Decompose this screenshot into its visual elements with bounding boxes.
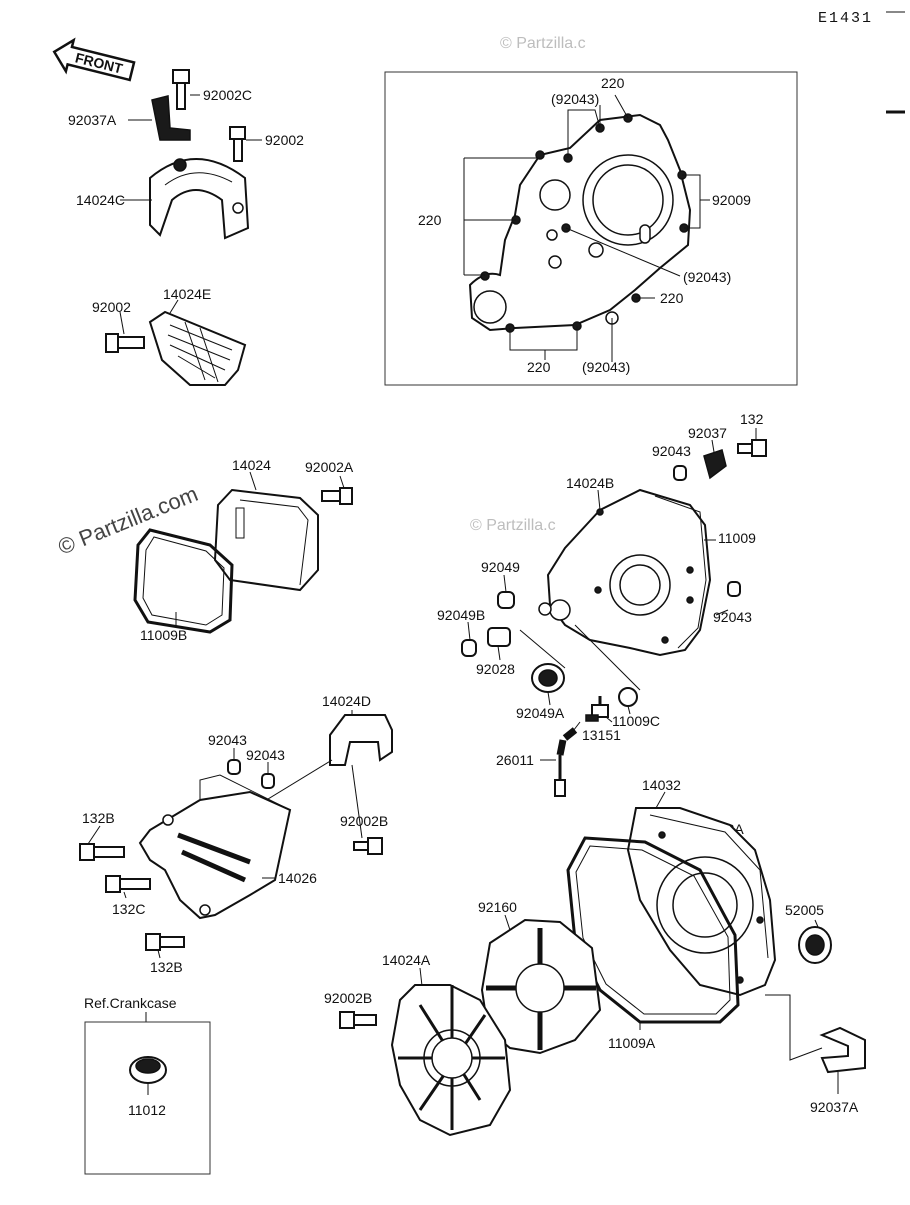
label-92002a: 92002A [305,459,354,475]
label-14032: 14032 [642,777,681,793]
label-11009b: 11009B [140,627,187,643]
label-92002c: 92002C [203,87,252,103]
label-14024b: 14024B [566,475,614,491]
label-132-top: 132 [740,411,764,427]
label-92043-d: 92043 [246,747,285,763]
cover-14032 [626,807,777,997]
label-14024a: 14024A [382,952,431,968]
label-inset-220-top: 220 [601,75,625,91]
label-14026: 14026 [278,870,317,886]
cover-14024c [149,158,250,240]
label-inset-92009: 92009 [712,192,751,208]
bracket-92037a-bottom [765,994,866,1074]
label-92160: 92160 [478,899,517,915]
reference-label: Ref.Crankcase [84,995,177,1011]
label-inset-92043-top: (92043) [551,91,599,107]
seal-92049a [531,663,565,693]
bolt-132b-top [79,843,125,861]
label-14024c: 14024C [76,192,125,208]
dowel-92043-a [673,465,687,481]
seal-52005 [798,926,832,964]
bracket-92037a-top [151,95,191,141]
fitting-13151 [585,696,609,722]
label-26011: 26011 [496,752,534,768]
label-inset-220-left: 220 [418,212,442,228]
label-52005: 52005 [785,902,824,918]
label-92043-c: 92043 [208,732,247,748]
dowel-92043-b [727,581,741,597]
label-11009c: 11009C [612,713,660,729]
gasket-11009a [566,836,740,1024]
cover-14024a [390,984,512,1137]
label-92037a-bottom: 92037A [810,1099,859,1115]
label-92049: 92049 [481,559,520,575]
cover-14024 [213,488,319,592]
bolt-92002-mid [105,333,145,353]
label-92002-top: 92002 [265,132,304,148]
cover-14026 [138,774,292,920]
reference-box [84,1021,211,1175]
watermark-center: © Partzilla.c [470,517,556,534]
label-92002b-mid: 92002B [340,813,388,829]
bolt-92002-top [229,126,246,162]
dowel-92043-c [227,759,241,775]
label-14024e: 14024E [163,286,211,302]
seal-92049b [461,639,477,657]
bolt-132c [105,875,151,893]
label-132c: 132C [112,901,145,917]
bolt-92002b-bottom [339,1011,377,1029]
label-92049b: 92049B [437,607,485,623]
label-inset-92043-right: (92043) [683,269,731,285]
gasket-11009b [133,528,234,634]
watermark-top: © Partzilla.c [500,35,586,52]
label-11009: 11009 [718,530,756,546]
label-14024: 14024 [232,457,271,473]
plate-92160 [480,918,602,1055]
label-92043-a: 92043 [652,443,691,459]
label-92002b-bottom: 92002B [324,990,372,1006]
cover-11009-14024b [538,488,712,657]
label-92049a: 92049A [516,705,565,721]
label-132b-bottom: 132B [150,959,183,975]
plug-11012 [129,1056,167,1084]
label-13151: 13151 [582,727,621,743]
label-14024d: 14024D [322,693,371,709]
bolt-132b-bottom [145,933,185,951]
front-arrow-icon: FRONT [52,37,136,82]
label-132b-top: 132B [82,810,115,826]
dowel-92043-d [261,773,275,789]
collar-92028 [487,627,511,647]
hose-26011 [554,721,581,797]
label-11012: 11012 [128,1102,166,1118]
inset-detail-box [384,71,798,386]
label-92043-b: 92043 [713,609,752,625]
oring-11009c [618,687,638,707]
label-92002-mid: 92002 [92,299,131,315]
label-92037: 92037 [688,425,727,441]
label-inset-220-right: 220 [660,290,684,306]
bolt-92002b-mid [353,837,383,855]
bracket-92037 [703,449,727,480]
watermark-left: © Partzilla.com [55,481,202,560]
bolt-92002a [321,487,353,505]
seal-92049 [497,591,515,609]
label-92028: 92028 [476,661,515,677]
label-92037a-top: 92037A [68,112,117,128]
label-11009a: 11009A [608,1035,656,1051]
label-inset-220-bottom: 220 [527,359,551,375]
label-inset-92043-bottom: (92043) [582,359,630,375]
cover-14024d [329,714,393,766]
bolt-132-top [737,439,767,457]
guard-14024e [148,310,247,386]
bolt-92002c [172,69,190,110]
diagram-code: E1431 [818,10,873,27]
